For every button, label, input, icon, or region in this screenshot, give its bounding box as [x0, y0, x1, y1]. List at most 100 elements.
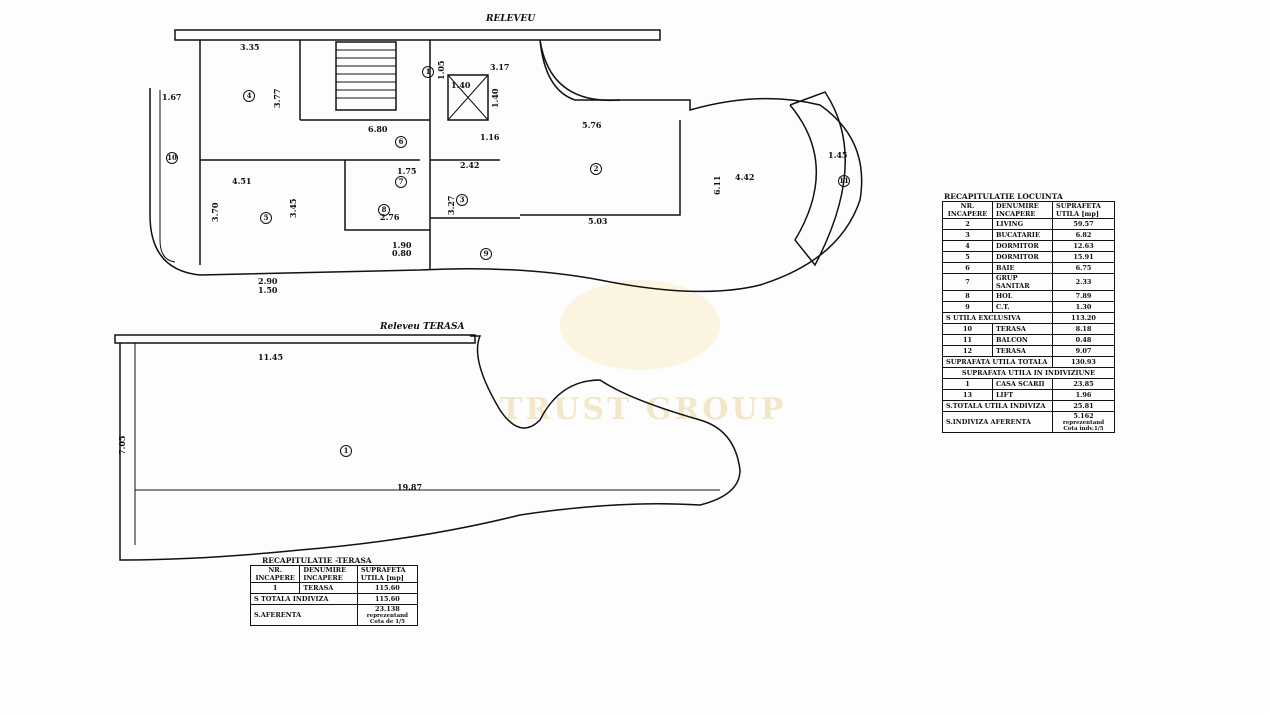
number-cell: 12 — [942, 345, 993, 357]
area-cell: 2.33 — [1052, 273, 1115, 291]
dimension-label: 3.27 — [446, 195, 456, 215]
area-cell: 1.30 — [1052, 301, 1115, 313]
number-cell: 11 — [942, 334, 993, 346]
note: reprezentand Cota indv.1/5 — [1062, 420, 1105, 432]
dimension-label: 2.76 — [380, 212, 400, 222]
dimension-label: 3.77 — [272, 88, 282, 108]
room-number: 7 — [395, 176, 407, 188]
room-number: 6 — [395, 136, 407, 148]
name-cell: BALCON — [991, 334, 1054, 346]
dimension-label: 5.76 — [582, 120, 602, 130]
area-cell: 0.48 — [1052, 334, 1115, 346]
dimension-label: 1.45 — [828, 150, 848, 160]
number-cell: 4 — [942, 240, 993, 252]
dimension-label: 3.35 — [240, 42, 260, 52]
watermark-logo — [560, 280, 720, 370]
area-cell: 23.85 — [1052, 378, 1115, 390]
terasa-title: Releveu TERASA — [380, 322, 465, 332]
room-number: 1 — [340, 445, 352, 457]
dimension-label: 0.80 — [392, 248, 412, 258]
name-cell: GRUP SANITAR — [991, 273, 1054, 291]
name-cell: CASA SCARII — [991, 378, 1054, 390]
dimension-label: 1.40 — [490, 88, 500, 108]
room-number: 3 — [456, 194, 468, 206]
label-cell: S TOTALA INDIVIZA — [250, 593, 358, 605]
number-cell: 9 — [942, 301, 993, 313]
area-cell: 1.96 — [1052, 389, 1115, 401]
name-cell: LIFT — [991, 389, 1054, 401]
number-cell: 5 — [942, 251, 993, 263]
number-cell: 7 — [942, 273, 993, 291]
number-cell: 10 — [942, 323, 993, 335]
label-cell: SUPRAFATA UTILA IN INDIVIZIUNE — [942, 367, 1115, 379]
label-cell: S UTILA EXCLUSIVA — [941, 312, 1054, 324]
dimension-label: 7.05 — [117, 435, 127, 455]
header-cell: DENUMIRE INCAPERE — [991, 201, 1054, 219]
value-cell: 130.93 — [1052, 356, 1115, 368]
dimension-label: 4.42 — [735, 172, 755, 182]
dimension-label: 6.80 — [368, 124, 388, 134]
area-cell: 115.60 — [356, 582, 419, 594]
name-cell: BAIE — [991, 262, 1054, 274]
name-cell: C.T. — [991, 301, 1054, 313]
dimension-label: 1.75 — [397, 166, 417, 176]
area-cell: 7.89 — [1052, 290, 1115, 302]
room-number: 1 — [422, 66, 434, 78]
value-cell: 5.162 — [1073, 412, 1094, 420]
value-cell: 25.81 — [1052, 400, 1115, 412]
area-cell: 59.57 — [1052, 218, 1115, 230]
area-cell: 12.63 — [1052, 240, 1115, 252]
room-number: 9 — [480, 248, 492, 260]
header-cell: SUPRAFETA UTILA [mp] — [1052, 201, 1115, 219]
room-number: 8 — [378, 204, 390, 216]
value-cell: 113.20 — [1052, 312, 1115, 324]
label-cell: S.AFERENTA — [250, 604, 358, 626]
area-cell: 15.91 — [1052, 251, 1115, 263]
room-number: 10 — [166, 152, 178, 164]
name-cell: TERASA — [991, 345, 1054, 357]
header-cell: SUPRAFETA UTILA [mp] — [356, 565, 419, 583]
area-cell: 6.82 — [1052, 229, 1115, 241]
name-cell: HOL — [991, 290, 1054, 302]
name-cell: DORMITOR — [991, 240, 1054, 252]
dimension-label: 3.45 — [288, 198, 298, 218]
dimension-label: 1.16 — [480, 132, 500, 142]
number-cell: 2 — [942, 218, 993, 230]
note: reprezentand Cota de 1/5 — [366, 613, 409, 625]
name-cell: TERASA — [299, 582, 358, 594]
apartment-plan — [149, 29, 863, 293]
table-row: SUPRAFATA UTILA IN INDIVIZIUNE — [942, 367, 1115, 379]
number-cell: 1 — [942, 378, 993, 390]
dimension-label: 3.17 — [490, 62, 510, 72]
dimension-label: 5.03 — [588, 216, 608, 226]
area-cell: 8.18 — [1052, 323, 1115, 335]
number-cell: 1 — [249, 582, 301, 594]
dimension-label: 2.90 — [258, 276, 278, 286]
number-cell: 8 — [942, 290, 993, 302]
label-cell: SUPRAFATA UTILA TOTALA — [941, 356, 1054, 368]
number-cell: 3 — [942, 229, 993, 241]
dimension-label: 6.11 — [712, 175, 722, 195]
